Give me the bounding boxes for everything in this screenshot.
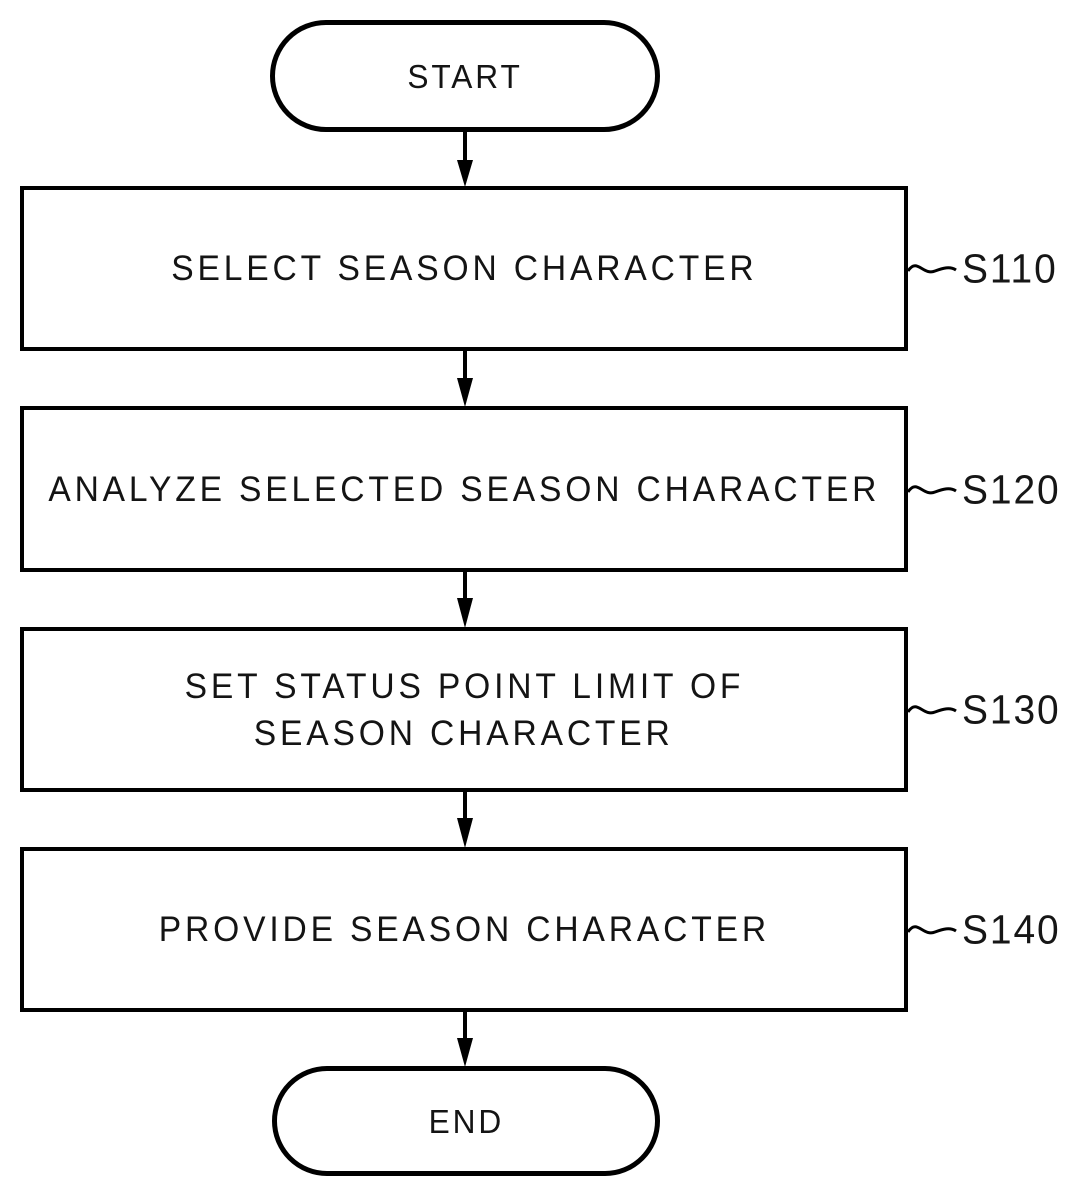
flow-arrow-s130-to-s140 [457,791,473,848]
flow-arrow-s120-to-s130 [457,571,473,628]
step-label-s120: S120 [962,466,1061,513]
process-box-s110-label: SELECT SEASON CHARACTER [170,249,758,288]
process-box-s110: SELECT SEASON CHARACTER [20,186,908,351]
flow-arrow-s110-to-s120 [457,351,473,407]
end-node-label: END [428,1102,504,1140]
label-connector-s140 [906,925,957,935]
process-box-s120: ANALYZE SELECTED SEASON CHARACTER [20,406,908,572]
label-connector-s130 [906,705,957,715]
start-node-label: START [407,57,523,95]
process-box-s130-label-line2: SEASON CHARACTER [254,713,674,753]
process-box-s120-label: ANALYZE SELECTED SEASON CHARACTER [48,469,880,509]
label-connector-s110 [906,264,957,274]
process-box-s130-label-line1: SET STATUS POINT LIMIT OF [184,666,744,706]
step-label-s130: S130 [962,686,1061,733]
start-node: START [270,20,660,132]
process-box-s140-label: PROVIDE SEASON CHARACTER [158,910,770,949]
process-box-s130: SET STATUS POINT LIMIT OF SEASON CHARACT… [20,627,908,792]
flow-arrow-s140-to-end [457,1011,473,1067]
label-connector-s120 [906,485,957,495]
flow-arrow-start-to-s110 [457,131,473,187]
end-node: END [272,1066,660,1176]
process-box-s140: PROVIDE SEASON CHARACTER [20,847,908,1012]
step-label-s140: S140 [962,906,1061,953]
step-label-s110: S110 [962,245,1058,292]
